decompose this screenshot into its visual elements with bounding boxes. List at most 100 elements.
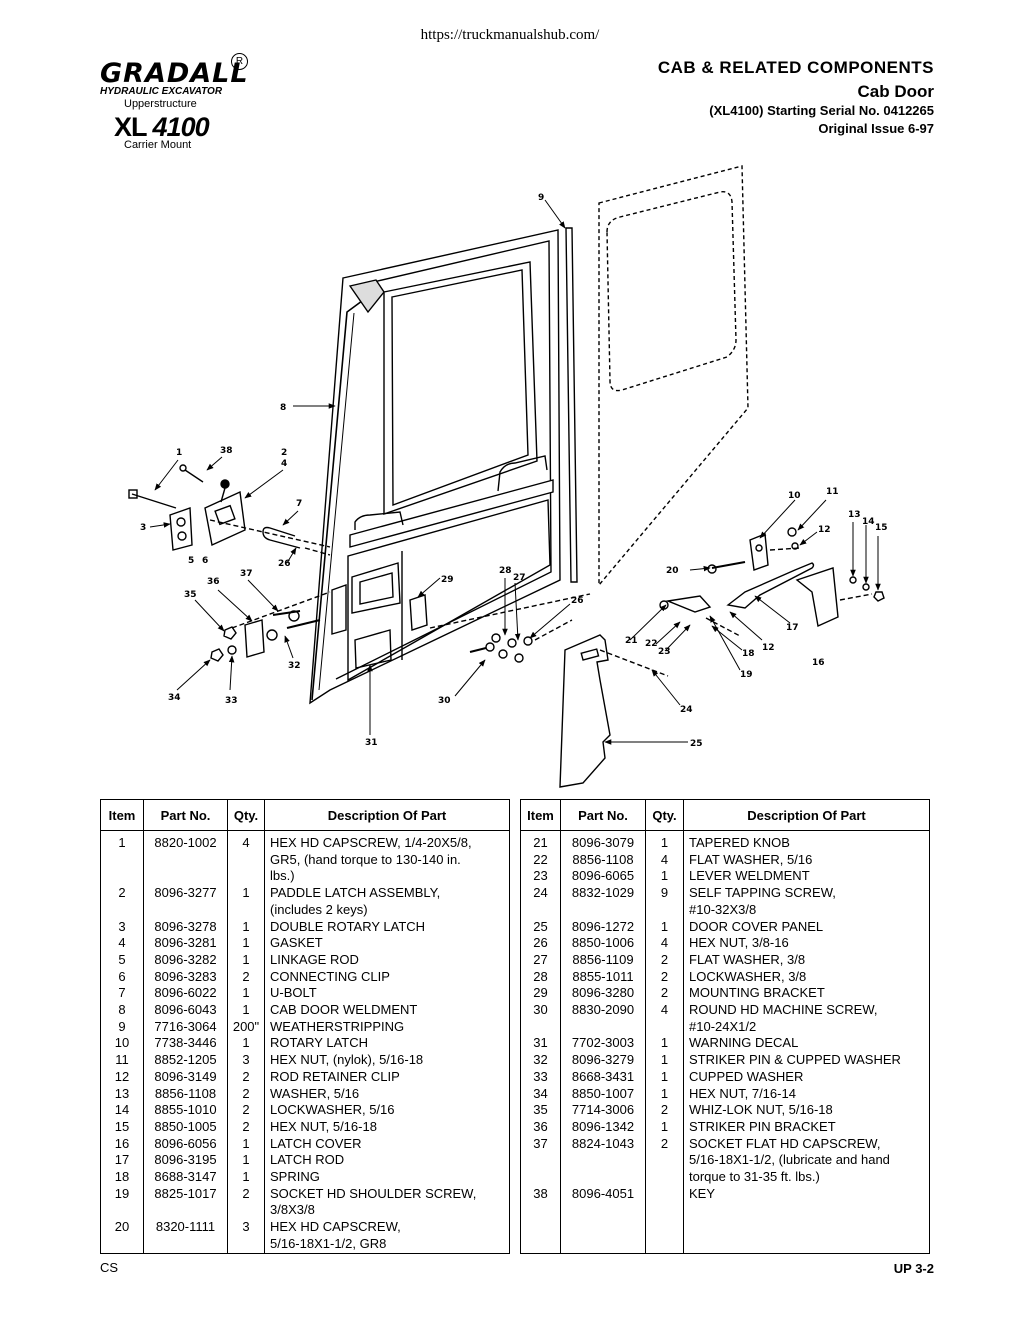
description: SOCKET FLAT HD CAPSCREW, bbox=[683, 1135, 930, 1153]
description: WARNING DECAL bbox=[683, 1035, 930, 1053]
item-number: 17 bbox=[100, 1152, 144, 1170]
part-number bbox=[143, 1202, 228, 1220]
description: HEX NUT, 5/16-18 bbox=[264, 1118, 510, 1136]
item-number: 10 bbox=[100, 1035, 144, 1053]
item-number: 31 bbox=[520, 1035, 561, 1053]
part-number: 8856-1108 bbox=[560, 851, 646, 869]
part-number: 8096-3278 bbox=[143, 918, 228, 936]
table-row: 3/8X3/8 bbox=[100, 1202, 510, 1220]
callout-37: 37 bbox=[240, 569, 253, 579]
item-number: 28 bbox=[520, 968, 561, 986]
part-number: 8096-6056 bbox=[143, 1135, 228, 1153]
part-number: 8850-1005 bbox=[143, 1118, 228, 1136]
item-number: 25 bbox=[520, 918, 561, 936]
quantity: 1 bbox=[227, 1135, 265, 1153]
item-number bbox=[100, 1235, 144, 1254]
footer-left: CS bbox=[100, 1260, 119, 1275]
description: LOCKWASHER, 3/8 bbox=[683, 968, 930, 986]
item-number bbox=[100, 868, 144, 886]
description: ROUND HD MACHINE SCREW, bbox=[683, 1002, 930, 1019]
page-number: UP 3-2 bbox=[893, 1261, 934, 1276]
callout-3: 3 bbox=[140, 523, 146, 533]
quantity bbox=[227, 851, 265, 869]
part-number: 7716-3064 bbox=[143, 1018, 228, 1036]
part-number bbox=[560, 1018, 646, 1036]
item-number: 26 bbox=[520, 935, 561, 952]
description: LEVER WELDMENT bbox=[683, 868, 930, 886]
part-number: 8856-1109 bbox=[560, 951, 646, 969]
item-number: 15 bbox=[100, 1118, 144, 1136]
callout-2: 2 bbox=[281, 448, 287, 458]
brand-logo: GRADALL bbox=[100, 58, 249, 89]
description: lbs.) bbox=[264, 868, 510, 886]
quantity bbox=[645, 1202, 684, 1220]
callout-9: 9 bbox=[538, 193, 544, 203]
part-number bbox=[560, 901, 646, 919]
quantity: 2 bbox=[645, 985, 684, 1003]
callout-33: 33 bbox=[225, 696, 238, 706]
part-number bbox=[143, 1235, 228, 1254]
part-number: 8320-1111 bbox=[143, 1219, 228, 1236]
serial-number: (XL4100) Starting Serial No. 0412265 bbox=[709, 103, 934, 118]
item-number bbox=[520, 901, 561, 919]
quantity bbox=[227, 901, 265, 919]
part-number: 8096-6065 bbox=[560, 868, 646, 886]
callout-34: 34 bbox=[168, 693, 181, 703]
callout-16: 16 bbox=[812, 658, 825, 668]
description: LATCH COVER bbox=[264, 1135, 510, 1153]
description: GR5, (hand torque to 130-140 in. bbox=[264, 851, 510, 869]
part-number: 8096-3282 bbox=[143, 951, 228, 969]
quantity: 200" bbox=[227, 1018, 265, 1036]
description: PADDLE LATCH ASSEMBLY, bbox=[264, 885, 510, 902]
col-header-qty: Qty. bbox=[227, 799, 265, 831]
table-row: (includes 2 keys) bbox=[100, 901, 510, 919]
col-header-part-no: Part No. bbox=[560, 799, 646, 831]
part-number: 8096-3281 bbox=[143, 935, 228, 952]
callout-35: 35 bbox=[184, 590, 197, 600]
item-number: 32 bbox=[520, 1052, 561, 1069]
quantity: 1 bbox=[645, 1085, 684, 1103]
part-number bbox=[560, 1202, 646, 1220]
quantity: 2 bbox=[227, 1118, 265, 1136]
callout-6: 6 bbox=[202, 556, 208, 566]
callout-8: 8 bbox=[280, 403, 286, 413]
callout-17: 17 bbox=[786, 623, 799, 633]
description: SPRING bbox=[264, 1169, 510, 1186]
callout-30: 30 bbox=[438, 696, 451, 706]
quantity: 1 bbox=[645, 918, 684, 936]
item-number: 4 bbox=[100, 935, 144, 952]
callout-25: 25 bbox=[690, 739, 703, 749]
callout-26-right: 26 bbox=[571, 596, 584, 606]
description: CAB DOOR WELDMENT bbox=[264, 1002, 510, 1019]
table-row: #10-32X3/8 bbox=[520, 901, 930, 919]
exploded-parts-diagram: 9 8 1 38 2 4 7 3 5 6 26 36 37 35 32 34 3… bbox=[128, 165, 888, 788]
part-number: 8096-6022 bbox=[143, 985, 228, 1003]
quantity: 2 bbox=[227, 1102, 265, 1119]
item-number bbox=[520, 1018, 561, 1036]
description: LINKAGE ROD bbox=[264, 951, 510, 969]
table-row: 5/16-18X1-1/2, GR8 bbox=[100, 1235, 510, 1254]
item-number: 27 bbox=[520, 951, 561, 969]
part-number: 8850-1007 bbox=[560, 1085, 646, 1103]
callout-26-left: 26 bbox=[278, 559, 291, 569]
logo-subtitle: HYDRAULIC EXCAVATOR bbox=[100, 86, 223, 97]
description: ROTARY LATCH bbox=[264, 1035, 510, 1053]
description: DOOR COVER PANEL bbox=[683, 918, 930, 936]
description: U-BOLT bbox=[264, 985, 510, 1003]
logo-upperstructure: Upperstructure bbox=[124, 98, 197, 110]
callout-13: 13 bbox=[848, 510, 861, 520]
description: GASKET bbox=[264, 935, 510, 952]
part-number bbox=[560, 1235, 646, 1254]
quantity: 4 bbox=[645, 851, 684, 869]
item-number: 2 bbox=[100, 885, 144, 902]
description: FLAT WASHER, 5/16 bbox=[683, 851, 930, 869]
description: CONNECTING CLIP bbox=[264, 968, 510, 986]
col-header-description: Description Of Part bbox=[683, 799, 930, 831]
description: DOUBLE ROTARY LATCH bbox=[264, 918, 510, 936]
callout-21: 21 bbox=[625, 636, 638, 646]
